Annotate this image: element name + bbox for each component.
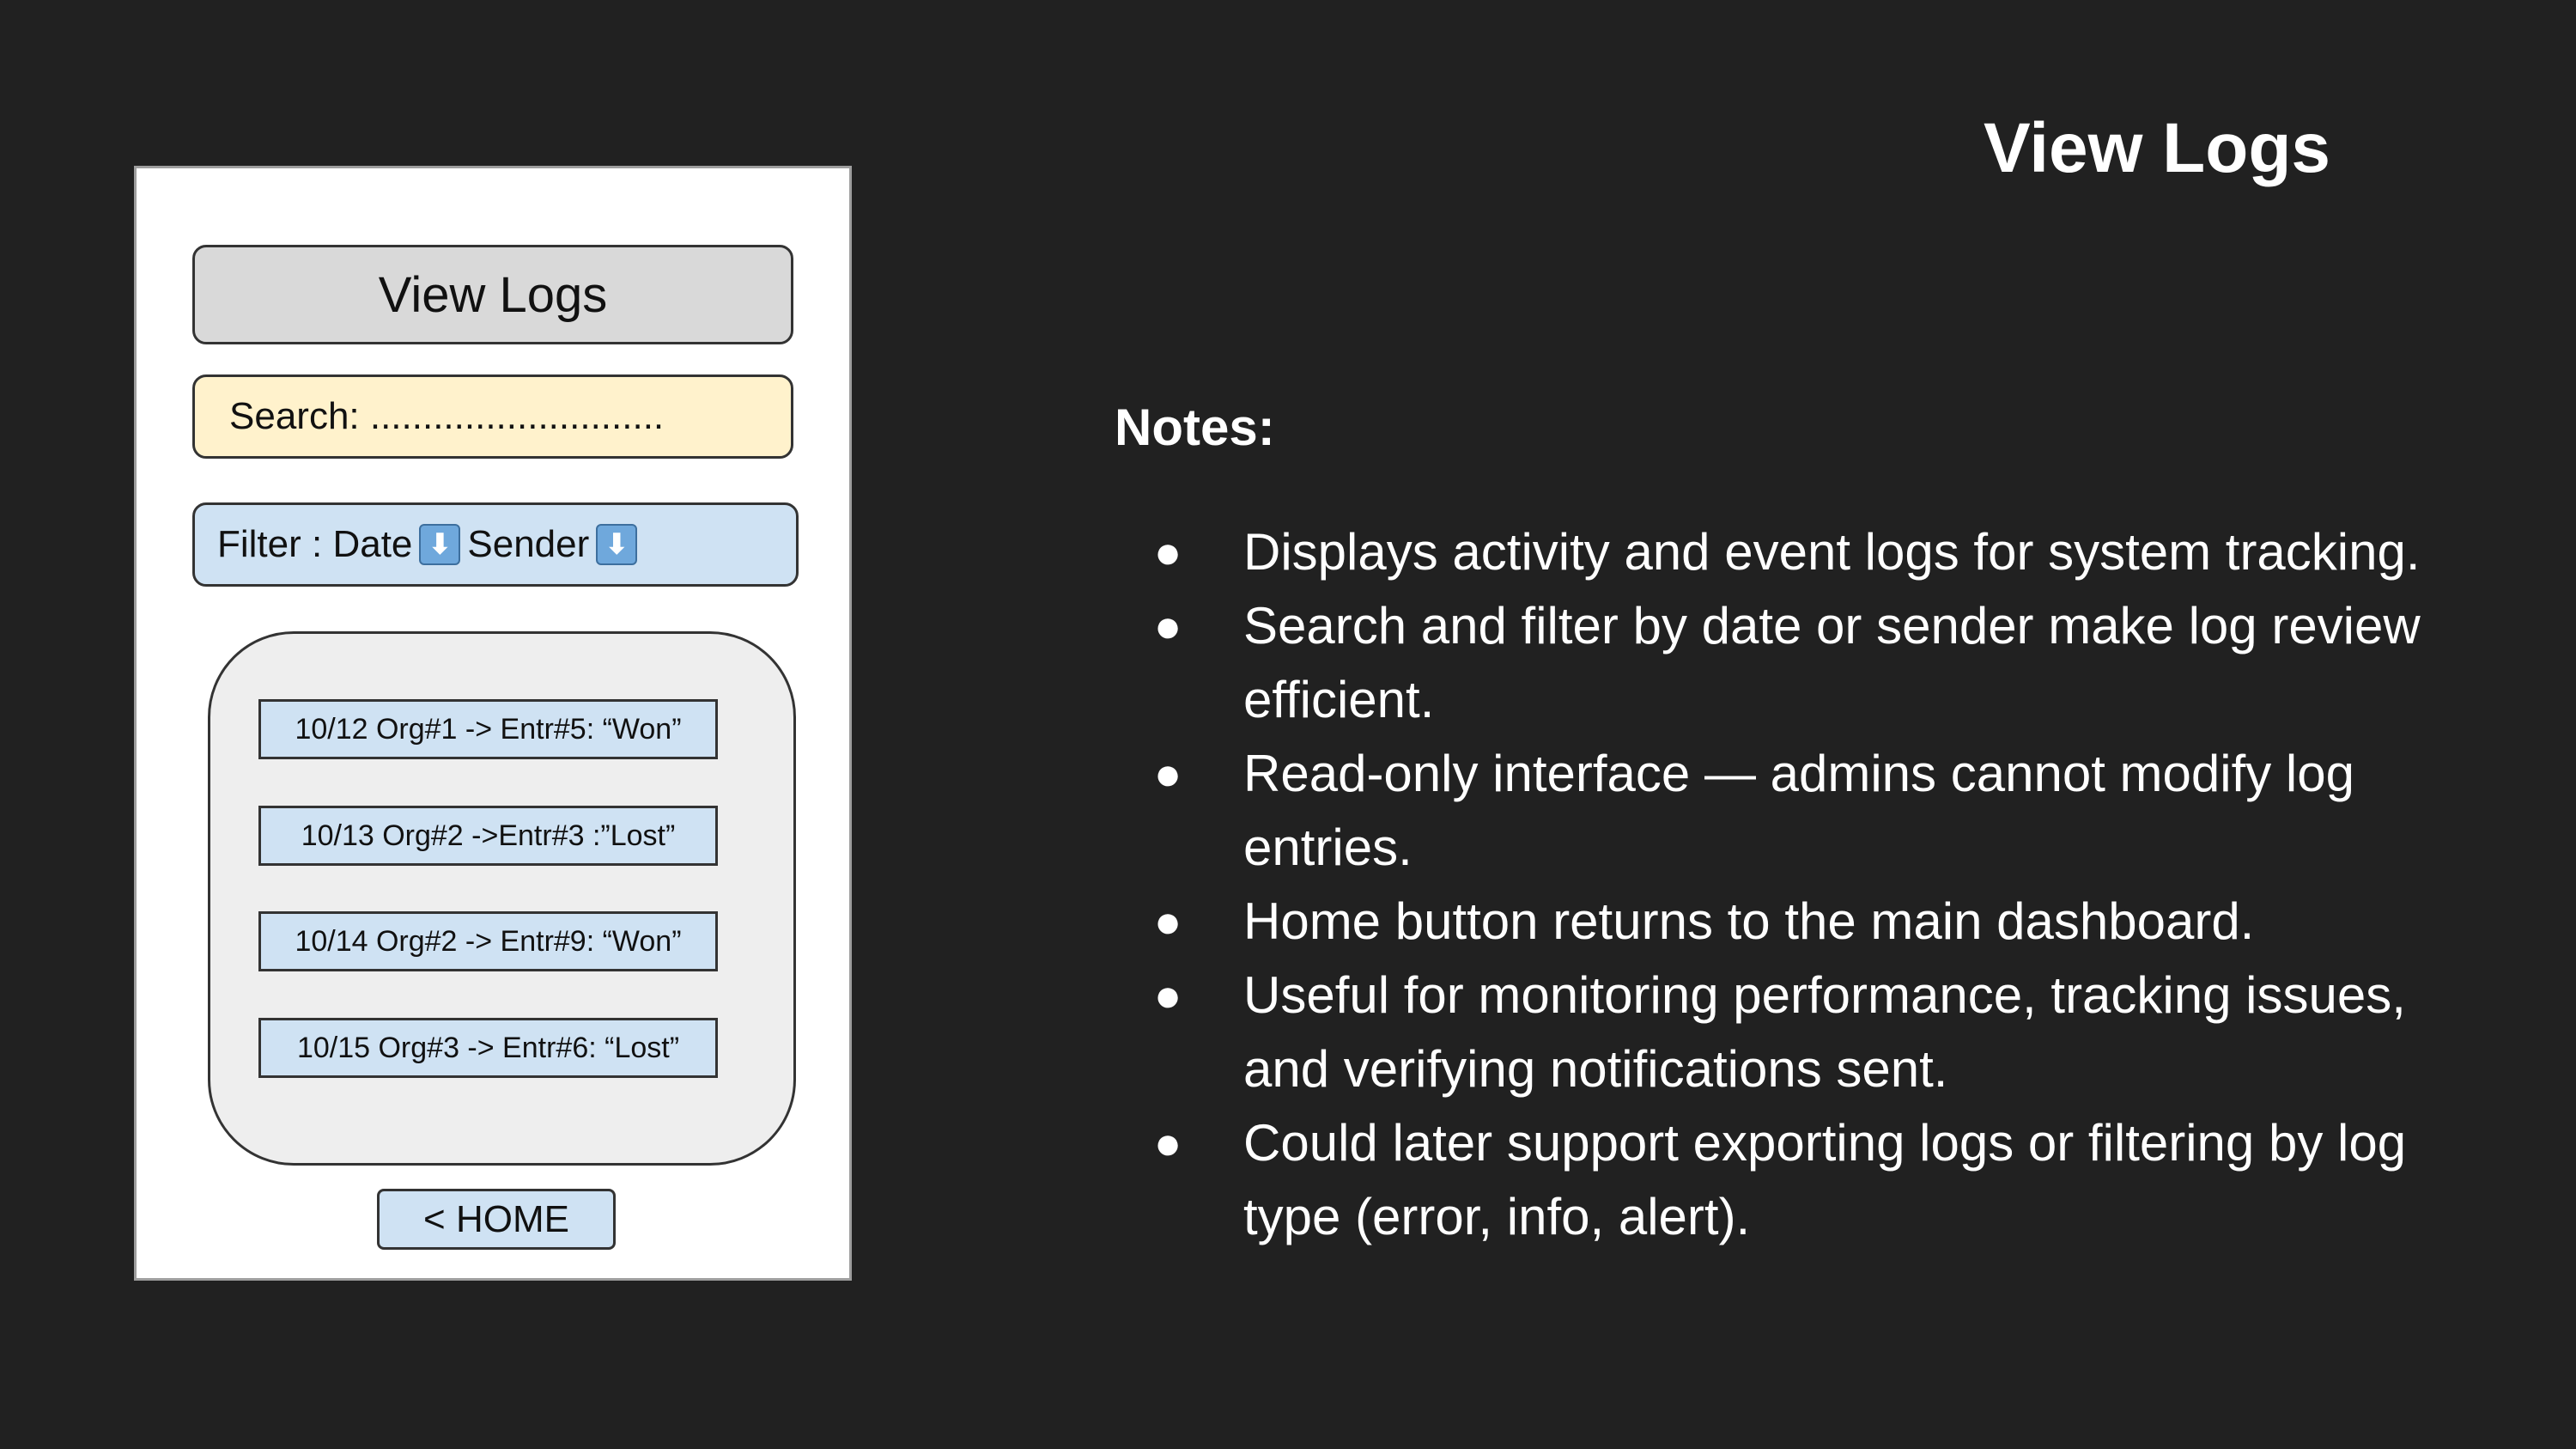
log-list-panel: 10/12 Org#1 -> Entr#5: “Won” 10/13 Org#2… <box>208 631 796 1166</box>
bullet-icon: ● <box>1153 527 1182 578</box>
search-field-text: Search: ............................ <box>229 395 665 437</box>
notes-heading: Notes: <box>1115 399 1275 456</box>
note-text: Search and filter by date or sender make… <box>1243 597 2421 728</box>
note-item: ● Displays activity and event logs for s… <box>1151 515 2421 589</box>
note-item: ● Search and filter by date or sender ma… <box>1151 589 2421 737</box>
note-text: Useful for monitoring performance, track… <box>1243 966 2406 1098</box>
note-item: ● Could later support exporting logs or … <box>1151 1106 2421 1254</box>
bullet-icon: ● <box>1153 896 1182 947</box>
date-sort-arrow-icon[interactable]: ⬇ <box>419 524 461 565</box>
note-item: ● Useful for monitoring performance, tra… <box>1151 959 2421 1106</box>
log-entry[interactable]: 10/14 Org#2 -> Entr#9: “Won” <box>258 911 718 971</box>
log-entry[interactable]: 10/15 Org#3 -> Entr#6: “Lost” <box>258 1018 718 1078</box>
log-entry[interactable]: 10/12 Org#1 -> Entr#5: “Won” <box>258 699 718 759</box>
note-item: ● Read-only interface — admins cannot mo… <box>1151 737 2421 885</box>
phone-mockup: View Logs Search: ......................… <box>134 166 852 1281</box>
note-item: ● Home button returns to the main dashbo… <box>1151 885 2421 959</box>
slide-title: View Logs <box>1984 109 2331 187</box>
search-field[interactable]: Search: ............................ <box>192 374 793 459</box>
bullet-icon: ● <box>1153 1117 1182 1169</box>
filter-date-label: Filter : Date <box>217 523 413 565</box>
note-text: Home button returns to the main dashboar… <box>1243 892 2255 950</box>
notes-list: ● Displays activity and event logs for s… <box>1151 515 2421 1254</box>
bullet-icon: ● <box>1153 600 1182 652</box>
log-entry[interactable]: 10/13 Org#2 ->Entr#3 :”Lost” <box>258 806 718 866</box>
mockup-header: View Logs <box>192 245 793 344</box>
note-text: Displays activity and event logs for sys… <box>1243 523 2421 581</box>
note-text: Read-only interface — admins cannot modi… <box>1243 745 2354 876</box>
home-button[interactable]: < HOME <box>377 1189 616 1250</box>
sender-sort-arrow-icon[interactable]: ⬇ <box>596 524 638 565</box>
filter-sender-label: Sender <box>467 523 590 565</box>
note-text: Could later support exporting logs or fi… <box>1243 1114 2407 1245</box>
bullet-icon: ● <box>1153 748 1182 800</box>
bullet-icon: ● <box>1153 970 1182 1021</box>
filter-bar: Filter : Date ⬇ Sender ⬇ <box>192 502 799 587</box>
